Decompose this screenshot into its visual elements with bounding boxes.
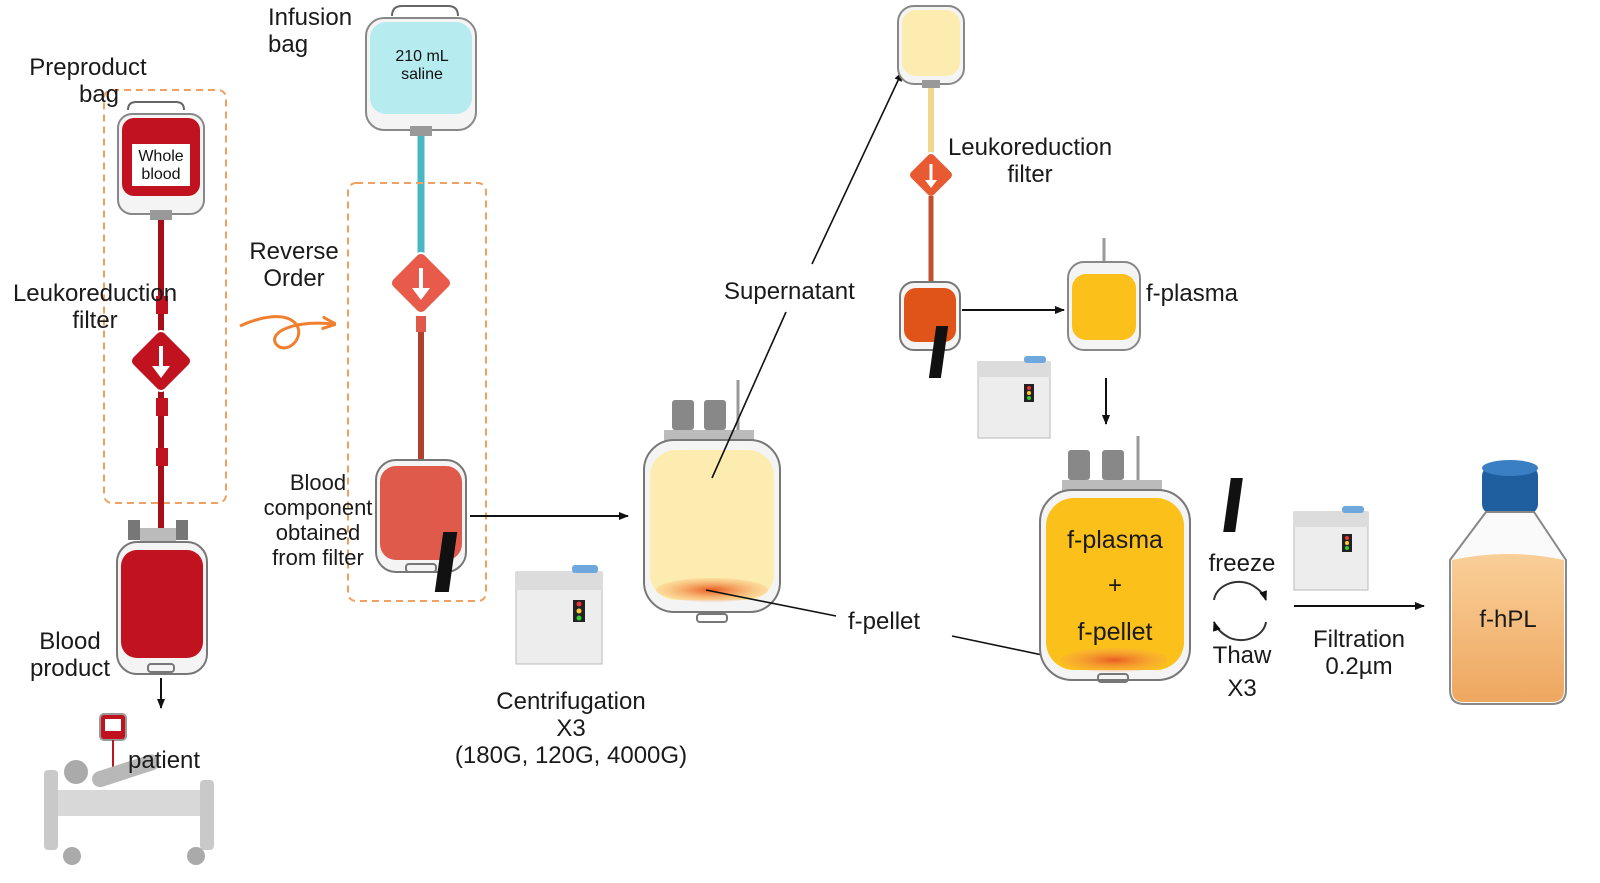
merged-bag-plus-label: + (1107, 572, 1122, 599)
leukoreduction-filter-icon (389, 251, 453, 315)
preproduct-bag-label: Preproduct bag (29, 54, 147, 108)
freeze-label: freeze (1208, 550, 1276, 577)
blood-product-bag-icon (116, 520, 208, 675)
centrifuge-icon (928, 326, 1051, 439)
supernatant-bag-icon (643, 380, 781, 623)
patient-label: patient (128, 747, 201, 774)
preproduct-dashed-box (103, 89, 227, 504)
leukoreduction-filter-left-label: Leukoreduction filter (12, 280, 178, 334)
blood-product-label: Blood product (29, 628, 111, 682)
supernatant-pointer (711, 311, 787, 479)
saline-bag-icon (365, 5, 477, 136)
supernatant-label: Supernatant (724, 278, 855, 305)
f-pellet-label: f-pellet (848, 608, 921, 635)
freeze-thaw-cycle-icon (1213, 581, 1267, 641)
blood-component-label: Blood component obtained from filter (263, 470, 373, 570)
leukoreduction-filter-right-label: Leukoreduction filter (947, 134, 1113, 188)
leukoreduction-filter-icon (129, 329, 193, 393)
centrifuge-icon (1223, 478, 1369, 591)
patient-bed-icon (44, 713, 214, 865)
leukoreduction-filter-icon (908, 152, 954, 198)
centrifuge-icon (434, 532, 603, 665)
merged-bag-icon (1039, 436, 1191, 683)
reverse-order-label: Reverse Order (249, 238, 339, 292)
f-plasma-source-bag-icon (899, 281, 961, 351)
filter-dashed-box (347, 182, 487, 602)
whole-blood-label: Whole blood (138, 148, 184, 183)
whole-blood-bag-icon (117, 101, 205, 220)
thaw-label: Thaw X3 (1212, 642, 1272, 702)
infusion-bag-label: Infusion bag (268, 4, 353, 58)
centrifugation-label: Centrifugation X3 (180G, 120G, 4000G) (454, 688, 688, 769)
supernatant-top-bag-icon (897, 5, 965, 88)
bottle-icon (1449, 460, 1567, 705)
reverse-order-arrow (239, 315, 334, 350)
f-plasma-label: f-plasma (1146, 280, 1239, 307)
f-hpl-label: f-hPL (1479, 606, 1537, 633)
f-pellet-pointer (705, 589, 837, 617)
merged-bag-f-pellet-label: f-pellet (1077, 618, 1153, 646)
saline-label: 210 mL saline (395, 48, 449, 83)
f-plasma-bag-icon (1067, 238, 1141, 351)
filtration-label: Filtration 0.2µm (1312, 626, 1406, 680)
merged-bag-f-plasma-label: f-plasma (1067, 526, 1163, 554)
